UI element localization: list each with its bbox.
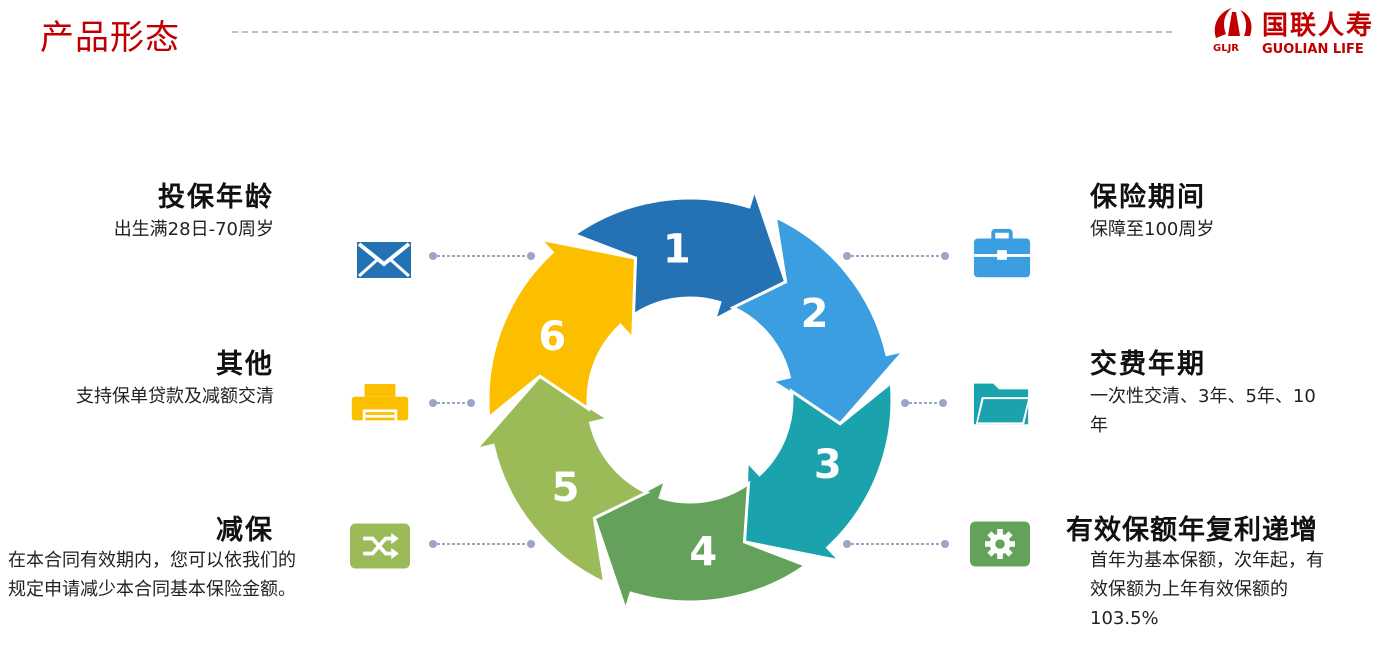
logo-emblem-icon	[1214, 8, 1252, 38]
envelope-icon	[354, 234, 414, 286]
heading-compound-growth: 有效保额年复利递增	[1066, 515, 1318, 546]
desc-other: 支持保单贷款及减额交清	[76, 386, 274, 407]
title-divider	[232, 31, 1172, 33]
cycle-number-2: 2	[801, 291, 829, 337]
cycle-diagram: 1 2 3 4 5 6	[471, 184, 909, 616]
desc-insure-age: 出生满28日-70周岁	[113, 219, 274, 240]
company-logo	[1210, 4, 1256, 48]
cycle-arrow-2	[729, 214, 909, 426]
logo-english-name: GUOLIAN LIFE	[1262, 42, 1364, 57]
connector-right-3	[843, 540, 949, 548]
connector-right-2	[901, 399, 947, 407]
desc-reduce: 在本合同有效期内，您可以依我们的规定申请减少本合同基本保险金额。	[8, 550, 296, 600]
logo-abbr: GLJR	[1213, 43, 1240, 54]
cycle-number-3: 3	[814, 442, 842, 488]
desc-compound-growth: 首年为基本保额，次年起，有效保额为上年有效保额的103.5%	[1090, 550, 1324, 629]
cycle-arrow-1	[570, 184, 788, 323]
briefcase-icon	[972, 228, 1032, 280]
page-title: 产品形态	[40, 18, 180, 58]
heading-pay-period: 交费年期	[1090, 349, 1206, 380]
cycle-number-5: 5	[552, 465, 580, 511]
heading-other: 其他	[216, 349, 274, 380]
desc-pay-period: 一次性交清、3年、5年、10年	[1090, 386, 1316, 436]
cycle-number-6: 6	[538, 314, 566, 360]
connector-left-1	[429, 252, 535, 260]
heading-insure-period: 保险期间	[1090, 182, 1206, 213]
cycle-arrow-4	[592, 477, 810, 616]
folder-icon	[972, 376, 1032, 428]
logo-chinese-name: 国联人寿	[1262, 11, 1375, 41]
desc-insure-period: 保障至100周岁	[1090, 219, 1215, 240]
printer-icon	[350, 378, 410, 430]
shuffle-icon	[350, 520, 410, 572]
cycle-arrow-3	[742, 379, 894, 564]
cycle-number-1: 1	[663, 227, 691, 273]
connector-left-3	[429, 540, 535, 548]
connector-left-2	[429, 399, 475, 407]
cycle-number-4: 4	[689, 529, 717, 575]
cycle-arrow-5	[471, 374, 651, 586]
connector-right-1	[843, 252, 949, 260]
heading-reduce: 减保	[216, 515, 274, 546]
heading-insure-age: 投保年龄	[158, 182, 274, 213]
gear-icon	[970, 518, 1030, 570]
cycle-arrow-6	[486, 236, 638, 421]
